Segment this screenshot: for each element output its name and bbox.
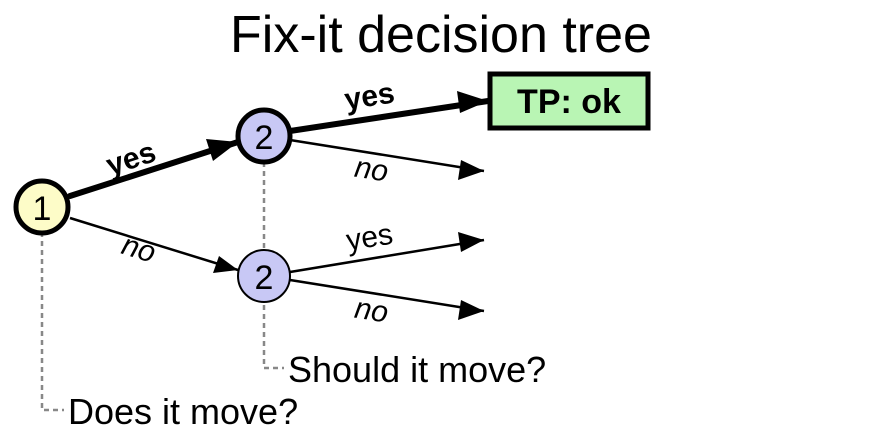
node-lower <box>237 249 291 303</box>
question-does-it-move: Does it move? <box>68 391 298 432</box>
edge-upper-yes <box>287 98 491 134</box>
edge-lower-yes <box>289 238 485 274</box>
guide-line-q1 <box>40 232 64 412</box>
edge-lower-no <box>289 278 485 313</box>
edge-root-no-arrow <box>213 256 238 273</box>
node-upper <box>235 107 293 165</box>
edge-label-lower-yes: yes <box>344 218 395 258</box>
node-root <box>13 178 71 236</box>
result-box <box>487 71 651 131</box>
edge-label-upper-yes: yes <box>342 76 397 116</box>
result-label: TP: ok <box>517 83 621 121</box>
node-root-label: 1 <box>33 190 52 228</box>
edge-label-root-yes: yes <box>102 136 160 183</box>
edge-label-lower-no: no <box>352 292 390 330</box>
node-lower-label: 2 <box>255 259 274 297</box>
edge-lower-no-arrow <box>458 300 484 320</box>
question-should-it-move: Should it move? <box>288 349 546 390</box>
edge-root-no <box>69 216 239 272</box>
edge-upper-yes-arrow <box>457 91 488 113</box>
edge-upper-no-arrow <box>458 160 484 180</box>
edge-lower-yes-arrow <box>458 232 484 252</box>
diagram-title: Fix-it decision tree <box>230 6 652 64</box>
edge-upper-no <box>289 138 485 173</box>
guide-line-q2 <box>262 305 284 370</box>
node-upper-label: 2 <box>255 119 274 157</box>
edge-root-yes-arrow <box>206 139 238 161</box>
edge-label-upper-no: no <box>352 151 390 189</box>
